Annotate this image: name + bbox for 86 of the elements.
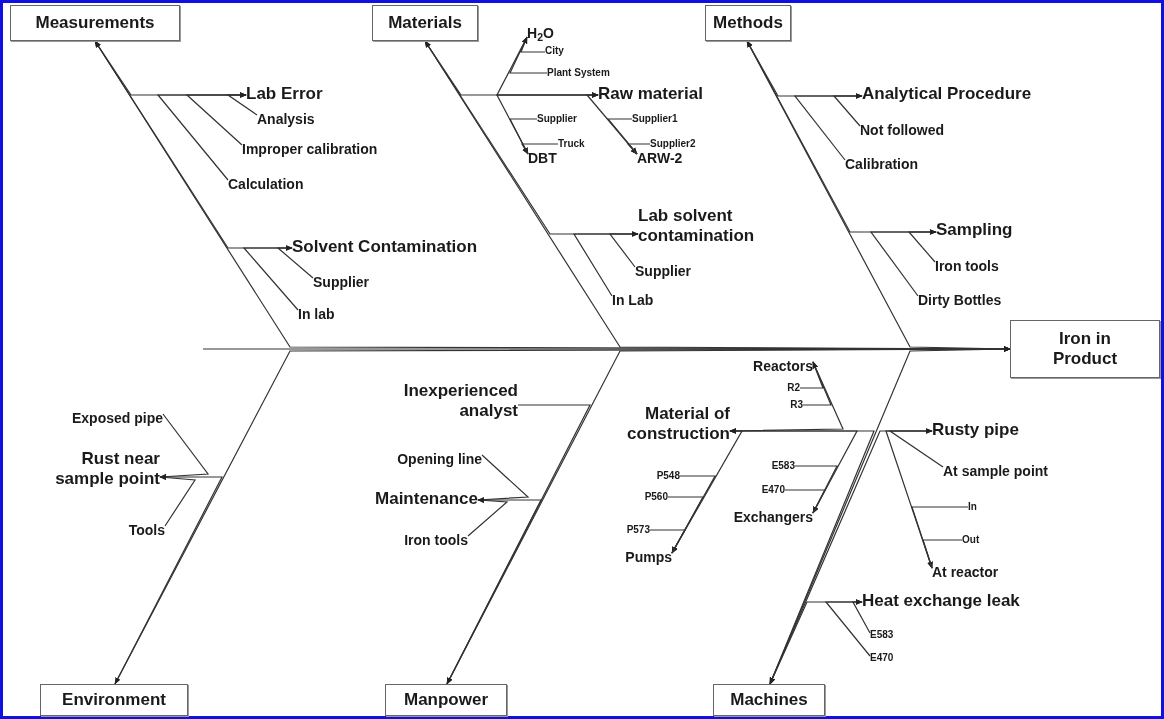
sub-cause-label: In Lab <box>612 292 654 309</box>
detail-label: P548 <box>656 470 680 482</box>
category-label: Environment <box>62 690 166 710</box>
sub-cause-label: Improper calibration <box>242 141 378 158</box>
detail-label: R3 <box>790 399 803 411</box>
sub-cause-label: Reactors <box>753 358 813 375</box>
sub-cause-label: Not followed <box>860 122 944 139</box>
category-label: Materials <box>388 13 462 33</box>
cause-label: Heat exchange leak <box>862 591 1020 611</box>
sub-cause-label: Iron tools <box>935 258 999 275</box>
sub-cause-label: Exchangers <box>733 509 813 526</box>
arrow <box>467 497 509 537</box>
detail-label: Plant System <box>547 67 610 79</box>
detail-label: Supplier1 <box>632 113 678 125</box>
sub-cause-label: Iron tools <box>404 532 468 549</box>
cause-label: Lab solvent contamination <box>638 206 773 246</box>
sub-cause-label: Analysis <box>257 111 315 128</box>
sub-cause-label: H$_{2}$O <box>527 25 554 42</box>
cause-label: Rust near sample point <box>25 449 160 489</box>
cause-label: Inexperienced analyst <box>383 381 518 421</box>
arrow <box>626 143 651 155</box>
category-label: Measurements <box>35 13 155 33</box>
cause-label: Maintenance <box>375 489 478 509</box>
category-box <box>705 5 791 41</box>
category-label: Manpower <box>403 690 489 710</box>
sub-cause-label: Supplier <box>313 274 369 291</box>
detail-label: E583 <box>870 629 894 641</box>
detail-label: City <box>545 45 564 57</box>
category-box <box>713 684 825 716</box>
arrow <box>156 92 247 181</box>
sub-cause-label: In lab <box>298 306 335 323</box>
detail-label: E470 <box>870 652 894 664</box>
arrow <box>585 92 638 155</box>
cause-label: Solvent Contamination <box>292 237 478 257</box>
arrow <box>242 245 299 311</box>
arrow <box>671 428 744 554</box>
detail-label: P573 <box>626 524 650 536</box>
arrow <box>159 474 197 527</box>
detail-label: R2 <box>787 382 800 394</box>
cause-label: Lab Error <box>246 84 323 104</box>
arrow <box>922 539 963 569</box>
arrow <box>793 93 863 161</box>
sub-cause-label: Opening line <box>397 451 482 468</box>
sub-cause-label: Dirty Bottles <box>918 292 1002 309</box>
sub-cause-label: Supplier <box>635 263 691 280</box>
sub-cause-label: At sample point <box>943 463 1048 480</box>
cause-label: Sampling <box>936 220 1013 240</box>
category-label: Machines <box>730 690 808 710</box>
detail-label: Supplier <box>537 113 577 125</box>
category-label: Methods <box>713 13 783 33</box>
arrow <box>114 476 223 685</box>
arrow <box>869 229 937 297</box>
detail-label: E470 <box>761 484 785 496</box>
category-box <box>40 684 188 716</box>
detail-label: Supplier2 <box>650 138 696 150</box>
sub-cause-label: ARW-2 <box>637 150 683 167</box>
arrow <box>520 143 559 155</box>
detail-label: Out <box>962 534 980 546</box>
sub-cause-label: Pumps <box>625 549 672 566</box>
arrow <box>509 36 548 74</box>
detail-label: In <box>968 501 977 513</box>
cause-label: Analytical Procedure <box>862 84 1032 104</box>
arrow <box>649 529 687 554</box>
effect-box <box>1010 320 1160 378</box>
sub-cause-label: Calculation <box>228 176 304 193</box>
arrow <box>784 489 826 514</box>
category-box <box>372 5 478 41</box>
arrow <box>885 428 933 569</box>
cause-label: Raw material <box>598 84 703 104</box>
arrow <box>824 599 871 657</box>
cause-label: Material of construction <box>595 404 730 444</box>
category-box <box>10 5 180 41</box>
sub-cause-label: At reactor <box>932 564 999 581</box>
sub-cause-label: Tools <box>128 522 165 539</box>
detail-label: E583 <box>771 460 795 472</box>
detail-label: P560 <box>644 491 668 503</box>
sub-cause-label: DBT <box>528 150 557 167</box>
effect-label: Iron in Product <box>1051 329 1119 369</box>
cause-label: Rusty pipe <box>932 420 1019 440</box>
sub-cause-label: Calibration <box>845 156 919 173</box>
arrow <box>802 361 832 406</box>
sub-cause-label: Exposed pipe <box>71 410 163 427</box>
arrow <box>572 231 639 297</box>
detail-label: Truck <box>558 138 585 150</box>
category-box <box>385 684 507 716</box>
arrow <box>446 499 542 685</box>
